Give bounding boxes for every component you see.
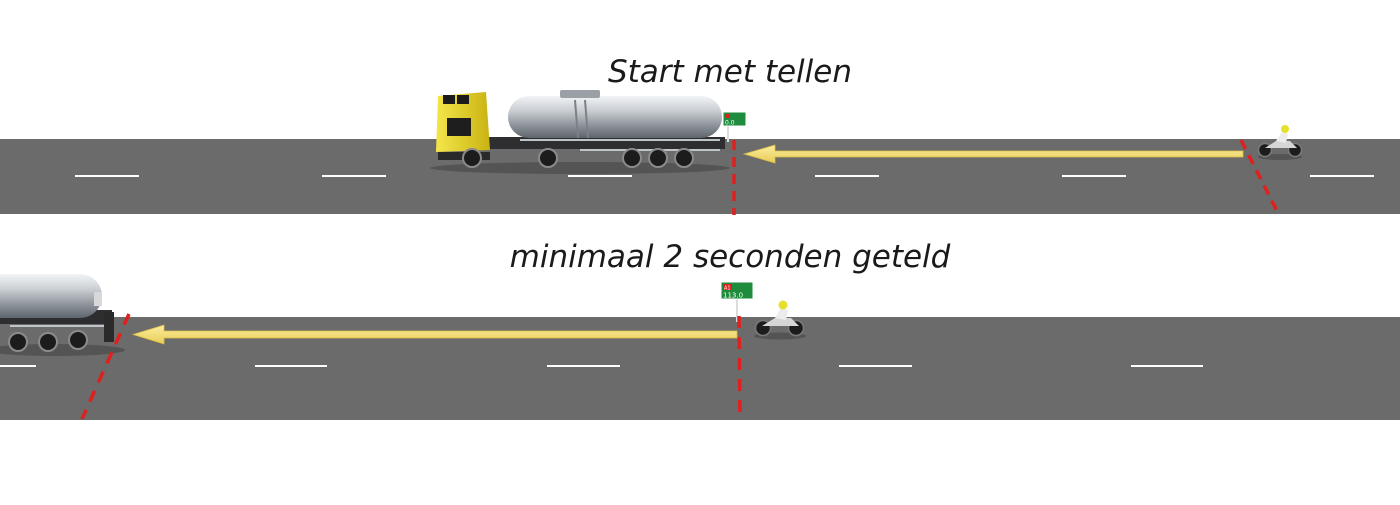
reference-line-truck-bottom [80,313,131,420]
km-marker-sign-bottom: A1 113.0 [720,281,754,322]
direction-arrow-top [742,144,1244,164]
caption-two-seconds-counted: minimaal 2 seconden geteld [509,239,951,275]
reference-line-sign-bottom [737,315,742,421]
motorcycle-bottom [754,300,806,340]
km-marker-route-bottom: A1 [724,286,731,292]
motorcycle-top [1257,125,1303,160]
caption-start-counting: Start met tellen [607,54,853,90]
top-scene: 0.0 [0,90,1400,216]
tanker-truck-top [430,90,730,174]
tanker-truck-bottom [0,274,125,356]
km-marker-value-bottom: 113.0 [723,292,743,300]
bottom-scene: A1 113.0 [0,274,1400,421]
direction-arrow-bottom [131,324,738,345]
km-marker-value-top: 0.0 [725,120,735,127]
reference-line-motorcycle-top [1239,139,1281,216]
km-marker-sign-top: 0.0 [722,111,747,142]
